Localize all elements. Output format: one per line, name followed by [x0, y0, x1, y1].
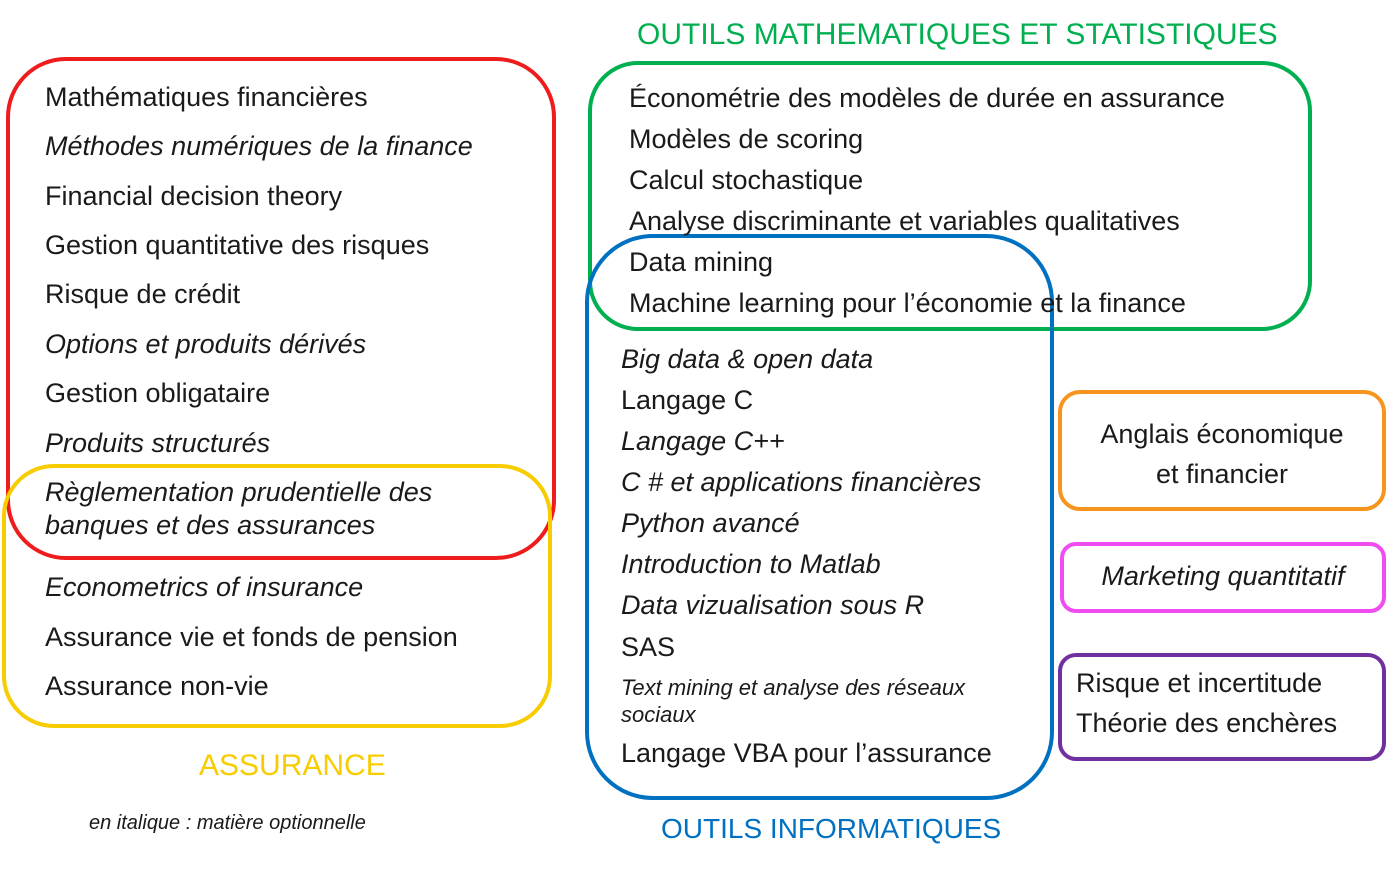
finance-item: Mathématiques financières — [45, 82, 368, 112]
finance-item: Risque de crédit — [45, 279, 241, 309]
maths-stats-heading: OUTILS MATHEMATIQUES ET STATISTIQUES — [637, 18, 1278, 51]
langue-item-line: Anglais économique — [1100, 419, 1344, 449]
finance-item: Gestion obligataire — [45, 378, 271, 408]
informatique-item: Langage C — [621, 385, 754, 415]
maths-stats-item: Calcul stochastique — [629, 165, 864, 195]
langue-item-line: et financier — [1155, 459, 1289, 489]
maths-stats-item: Économétrie des modèles de durée en assu… — [629, 83, 1225, 113]
shared-item-line: banques et des assurances — [45, 510, 376, 540]
assurance-heading: ASSURANCE — [199, 749, 386, 782]
economie-box — [1058, 653, 1386, 761]
finance-item: Gestion quantitative des risques — [45, 230, 430, 260]
informatique-item: Data vizualisation sous R — [621, 590, 925, 620]
legend-italic-note: en italique : matière optionnelle — [89, 812, 366, 834]
informatique-item: C # et applications financières — [621, 467, 982, 497]
economie-item: Théorie des enchères — [1076, 708, 1338, 738]
marketing-box — [1060, 542, 1386, 613]
langue-box — [1058, 390, 1386, 511]
informatique-item: Python avancé — [621, 508, 800, 538]
assurance-item: Econometrics of insurance — [45, 572, 364, 602]
finance-item: Options et produits dérivés — [45, 329, 367, 359]
assurance-item: Assurance vie et fonds de pension — [45, 622, 458, 652]
assurance-group-box — [2, 464, 552, 728]
assurance-item: Assurance non-vie — [45, 671, 269, 701]
finance-item: Méthodes numériques de la finance — [45, 131, 473, 161]
marketing-item: Marketing quantitatif — [1101, 561, 1345, 591]
finance-item: Produits structurés — [45, 428, 271, 458]
shared-item-line: Règlementation prudentielle des — [45, 477, 433, 507]
informatique-heading: OUTILS INFORMATIQUES — [661, 813, 1002, 844]
informatique-item: Langage VBA pour l’assurance — [621, 738, 992, 768]
maths-stats-item: Modèles de scoring — [629, 124, 864, 154]
finance-item: Financial decision theory — [45, 181, 343, 211]
maths-stats-group-box — [588, 61, 1312, 331]
informatique-item-text-mining: sociaux — [621, 702, 696, 727]
informatique-item-text-mining: Text mining et analyse des réseaux — [621, 675, 966, 700]
finance-group-box — [6, 57, 556, 560]
informatique-item: Langage C++ — [621, 426, 785, 456]
informatique-item: Big data & open data — [621, 344, 874, 374]
economie-item: Risque et incertitude — [1076, 668, 1323, 698]
shared-maths-info-item: Machine learning pour l’économie et la f… — [629, 288, 1186, 318]
shared-maths-info-item: Data mining — [629, 247, 774, 277]
maths-stats-item: Analyse discriminante et variables quali… — [629, 206, 1180, 236]
informatique-item: SAS — [621, 632, 676, 662]
informatique-group-box — [585, 234, 1054, 800]
informatique-item: Introduction to Matlab — [621, 549, 881, 579]
